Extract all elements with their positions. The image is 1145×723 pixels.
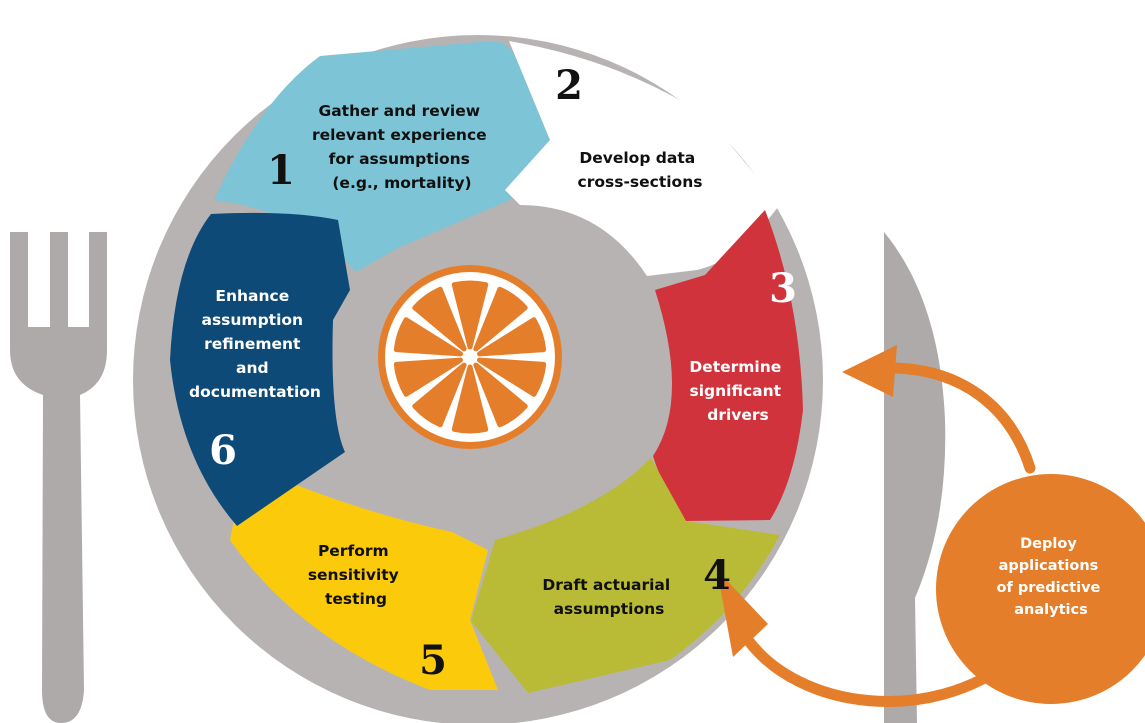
cycle-arrows bbox=[717, 345, 1036, 707]
deploy-label: Deploy applications of predictive analyt… bbox=[997, 536, 1106, 618]
step-3-label: Determine significant drivers bbox=[689, 358, 786, 424]
orange-wedge bbox=[451, 364, 489, 434]
step-2-number: 2 bbox=[555, 62, 583, 109]
orange-wedge bbox=[451, 280, 489, 350]
knife-icon bbox=[884, 232, 946, 723]
step-1-label: Gather and review relevant experience fo… bbox=[312, 102, 492, 192]
step-4-segment bbox=[471, 458, 780, 693]
step-5-number: 5 bbox=[419, 637, 447, 684]
step-2-label: Develop data cross-sections bbox=[578, 149, 703, 191]
deploy-circle bbox=[936, 474, 1145, 704]
orange-wedge bbox=[477, 357, 547, 397]
orange-wedge bbox=[393, 317, 463, 357]
orange-slice-icon bbox=[342, 229, 598, 485]
step-1-segment bbox=[214, 40, 550, 272]
arrow-head-step-3 bbox=[842, 345, 897, 397]
arrow-to-step-4 bbox=[742, 634, 1018, 707]
orange-wedge bbox=[473, 286, 528, 352]
step-6-segment bbox=[170, 212, 350, 526]
arrow-head-step-4 bbox=[717, 570, 768, 657]
step-3-number: 3 bbox=[769, 265, 797, 312]
step-4-number: 4 bbox=[703, 552, 731, 599]
fork-icon bbox=[10, 232, 107, 723]
orange-wedge bbox=[473, 362, 528, 428]
orange-wedge bbox=[412, 362, 467, 428]
arrow-to-step-3 bbox=[889, 362, 1036, 474]
step-5-segment bbox=[230, 464, 498, 690]
step-6-number: 6 bbox=[209, 427, 237, 474]
orange-wedge bbox=[393, 357, 463, 397]
orange-wedge bbox=[412, 286, 467, 352]
step-6-label: Enhance assumption refinement and docume… bbox=[189, 287, 321, 401]
step-4-label: Draft actuarial assumptions bbox=[542, 576, 675, 618]
step-2-segment bbox=[505, 41, 780, 276]
orange-wedge bbox=[477, 317, 547, 357]
step-5-label: Perform sensitivity testing bbox=[308, 542, 404, 608]
step-1-number: 1 bbox=[267, 147, 295, 194]
step-3-segment bbox=[653, 210, 803, 521]
